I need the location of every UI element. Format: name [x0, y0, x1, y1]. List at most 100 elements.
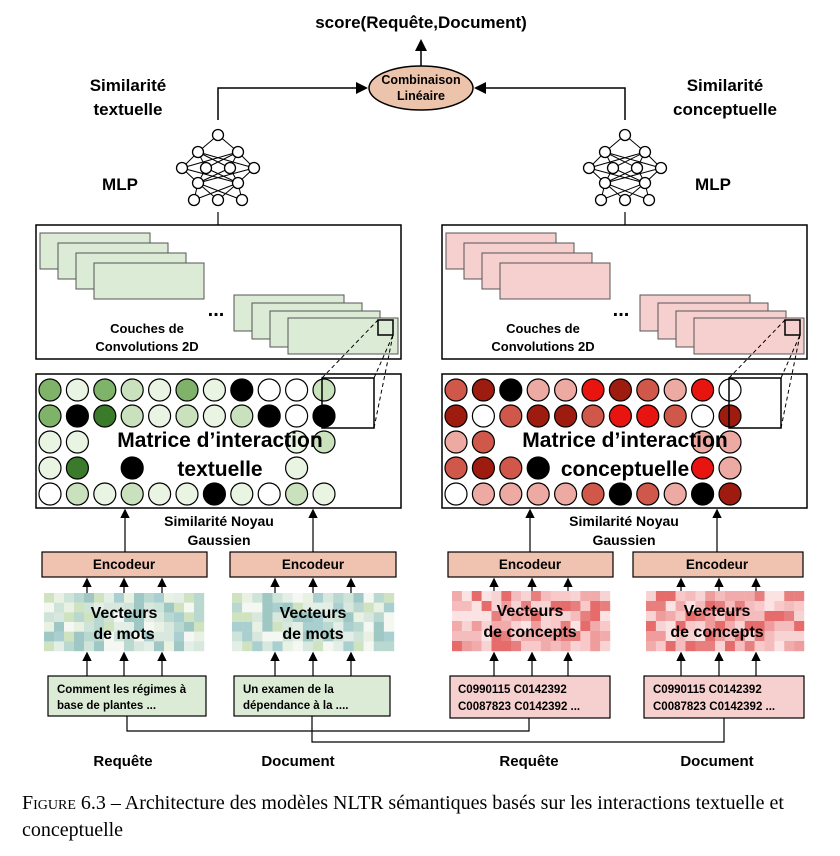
vector-cell: [64, 593, 75, 603]
vector-cell: [164, 593, 175, 603]
matrix-cell: [636, 482, 660, 506]
vector-cell: [481, 611, 492, 622]
vector-cell: [725, 591, 736, 602]
vector-cell: [531, 591, 542, 602]
vector-cell: [734, 621, 745, 632]
vector-cell: [383, 622, 395, 632]
vector-cell: [282, 612, 293, 623]
vector-cell: [570, 601, 581, 612]
vector-cell: [144, 602, 155, 613]
left-conv-panel: Couches de Convolutions 2D ...: [35, 224, 402, 360]
combination-label-2: Linéaire: [397, 89, 445, 103]
vector-cell: [323, 631, 334, 642]
matrix-cell: [148, 482, 172, 506]
vector-cell: [164, 612, 175, 623]
vector-cell: [242, 631, 253, 642]
vector-cell: [590, 591, 601, 602]
vector-cell: [262, 641, 273, 652]
vector-cell: [774, 621, 785, 632]
vector-cell: [471, 591, 482, 602]
right-matrix-label-1: Matrice d’interaction: [522, 429, 727, 452]
matrix-cell: [718, 482, 742, 506]
mlp-neuron: [211, 128, 225, 142]
vector-cell: [590, 611, 601, 622]
vector-cell: [383, 593, 395, 603]
vector-cell: [646, 621, 657, 632]
vector-cell: [531, 601, 542, 612]
vector-cell: [491, 631, 502, 642]
vector-cell: [114, 593, 125, 603]
vector-cell: [343, 622, 354, 632]
left-matrix-label-2: textuelle: [177, 458, 262, 481]
vector-cell: [794, 631, 805, 642]
vector-cell: [313, 641, 324, 652]
vector-cell: [744, 621, 755, 632]
vector-cell: [491, 641, 502, 652]
matrix-cell: [257, 378, 281, 402]
vector-cell: [744, 641, 755, 652]
vector-cell: [104, 631, 115, 642]
vector-cell: [685, 621, 696, 632]
matrix-cell: [608, 482, 633, 506]
matrix-cell: [175, 404, 199, 428]
vector-cell: [184, 593, 195, 603]
vector-cell: [104, 602, 115, 613]
vector-cell: [94, 641, 105, 652]
vector-cell: [784, 631, 795, 642]
vector-cell: [511, 611, 522, 622]
vector-cell: [655, 641, 666, 652]
mlp-neuron: [247, 161, 261, 175]
matrix-cell: [718, 456, 742, 480]
vector-cell: [323, 612, 334, 623]
vector-cell: [333, 612, 344, 623]
matrix-cell: [553, 482, 578, 506]
vector-cell: [580, 601, 591, 612]
feature-map: [693, 317, 805, 355]
vector-cell: [363, 602, 374, 613]
mlp-neuron: [630, 161, 644, 175]
vector-cell: [343, 602, 354, 613]
vector-cell: [501, 631, 512, 642]
right-similarity-title-2: conceptuelle: [673, 100, 777, 119]
vector-cell: [124, 612, 135, 623]
vector-cell: [144, 612, 155, 623]
vector-cell: [744, 591, 755, 602]
vector-cell: [262, 593, 273, 603]
vector-cell: [114, 622, 125, 632]
vector-cell: [313, 602, 324, 613]
matrix-cell: [471, 456, 495, 480]
left-zoom-projection: [321, 319, 394, 429]
left-mlp-label: MLP: [102, 175, 138, 194]
right-doc-label: Document: [680, 753, 753, 770]
vector-cell: [754, 591, 765, 602]
mlp-edge: [604, 167, 662, 184]
vector-cell: [452, 621, 463, 632]
vector-cell: [675, 591, 686, 602]
vector-cell: [313, 622, 324, 632]
left-query-text-2: base de plantes ...: [57, 700, 156, 712]
vector-cell: [725, 601, 736, 612]
mlp-edge: [600, 182, 646, 201]
mlp-neuron: [618, 193, 632, 207]
vector-cell: [570, 631, 581, 642]
vector-cell: [481, 631, 492, 642]
vector-cell: [333, 631, 344, 642]
vector-cell: [764, 611, 775, 622]
vector-cell: [94, 631, 105, 642]
mlp-neuron: [638, 176, 652, 190]
matrix-cell: [444, 482, 468, 506]
vector-cell: [104, 593, 115, 603]
vector-cell: [471, 621, 482, 632]
vector-cell: [521, 621, 532, 632]
vector-cell: [44, 622, 55, 632]
vector-cell: [232, 612, 243, 623]
vector-cell: [705, 611, 716, 622]
vector-cell: [363, 622, 374, 632]
vector-cell: [744, 611, 755, 622]
left-matrix-label-1: Matrice d’interaction: [117, 429, 322, 452]
vector-cell: [54, 631, 65, 642]
vector-cell: [323, 602, 334, 613]
matrix-cell: [285, 378, 309, 402]
vector-cell: [44, 593, 55, 603]
matrix-cell: [581, 378, 605, 402]
